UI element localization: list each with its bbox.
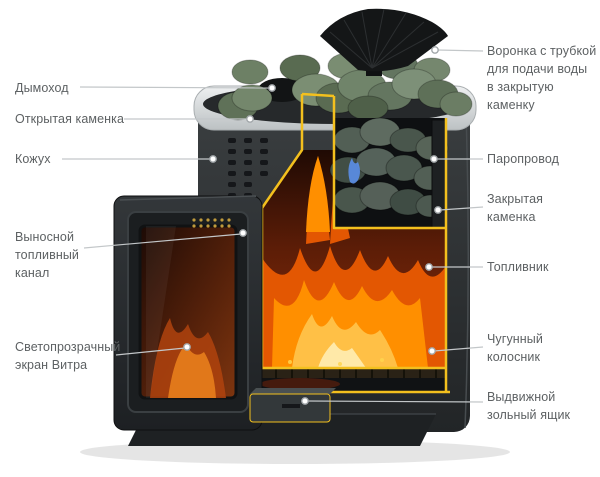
callout-dot — [246, 115, 254, 123]
leader-line — [439, 206, 484, 211]
glass-fire-reflection — [146, 226, 226, 398]
firebox-interior — [262, 150, 446, 368]
blue-flame — [348, 158, 360, 184]
leader-line — [306, 400, 484, 403]
callout-label-funnel: Воронка с трубкой для подачи воды в закр… — [487, 44, 597, 113]
flames — [262, 156, 446, 368]
leader-line — [83, 233, 242, 249]
leader-line — [433, 346, 484, 352]
callout-dot — [428, 347, 436, 355]
leader-line — [79, 86, 271, 89]
callout-label-casing: Кожух — [15, 152, 51, 166]
callout-label-grate: Чугунный колосник — [487, 332, 543, 365]
callout-dot — [430, 155, 438, 163]
callout-label-vitra-screen: Светопрозрачный экран Витра — [15, 340, 121, 373]
fuel-channel — [113, 195, 263, 431]
callout-label-open-kamenka: Открытая каменка — [15, 112, 125, 126]
callout-dot — [209, 155, 217, 163]
callout-label-closed-kamenka: Закрытая каменка — [487, 192, 544, 225]
callout-dot — [183, 343, 191, 351]
callout-label-steam-pipe: Паропровод — [487, 152, 559, 166]
water-funnel — [320, 8, 448, 76]
leader-lines — [62, 49, 484, 403]
leader-line — [115, 347, 186, 356]
callout-label-ash-drawer: Выдвижной зольный ящик — [487, 390, 571, 423]
callout-dot — [239, 229, 247, 237]
callout-label-chimney: Дымоход — [15, 81, 69, 95]
closed-kamenka-chamber — [329, 117, 449, 229]
callout-label-firebox: Топливник — [487, 260, 549, 274]
callout-dots — [183, 46, 442, 405]
leader-line — [436, 49, 484, 52]
callout-label-fuel-channel: Выносной топливный канал — [15, 230, 79, 281]
callout-dot — [268, 84, 276, 92]
door-emblem — [192, 218, 231, 228]
callout-dot — [301, 397, 309, 405]
callout-dot — [434, 206, 442, 214]
callout-dot — [425, 263, 433, 271]
ash-drawer — [249, 388, 336, 423]
callout-dot — [431, 46, 439, 54]
